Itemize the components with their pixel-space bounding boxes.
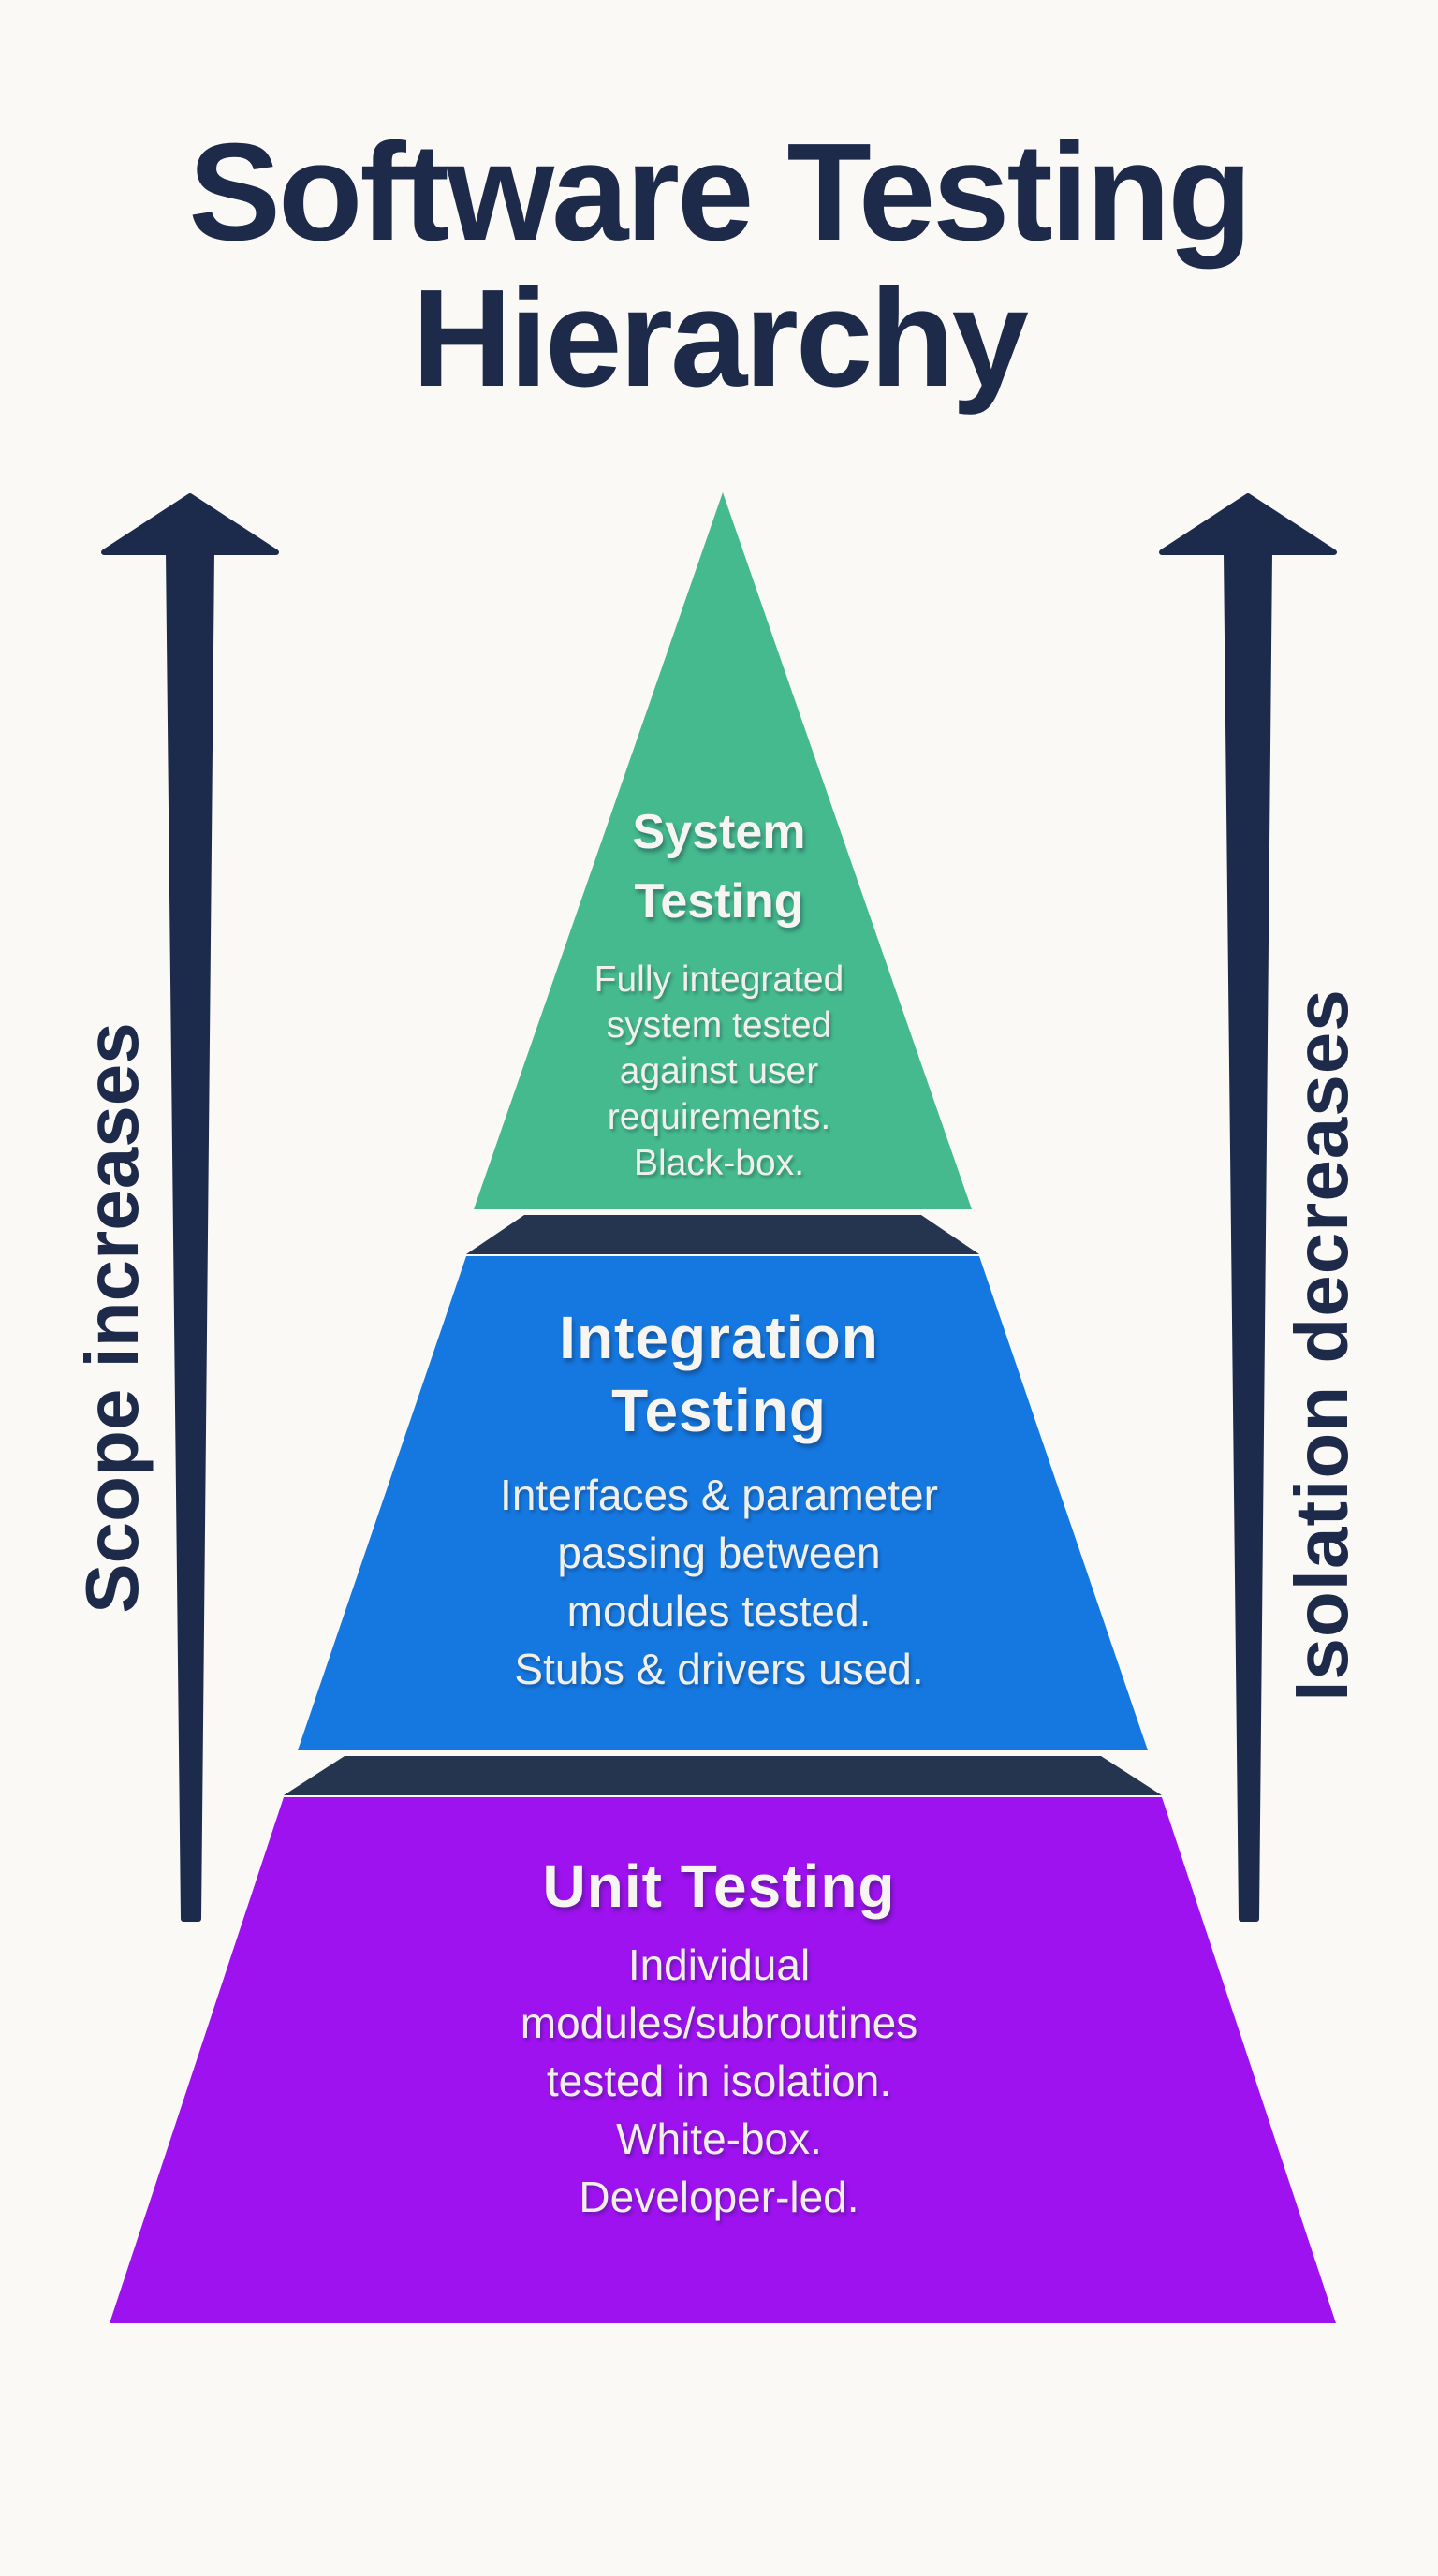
unit-body-line: tested in isolation.	[546, 2056, 892, 2105]
unit-body-line: modules/subroutines	[520, 1998, 918, 2047]
pyramid-level-integration	[298, 1256, 1148, 1750]
unit-body-line: Developer-led.	[579, 2173, 859, 2221]
page-title-line-1: Software Testing	[188, 115, 1252, 270]
integration-heading-line-2: Testing	[611, 1377, 827, 1444]
unit-body-line: White-box.	[616, 2115, 822, 2163]
unit-body-line: Individual	[627, 1940, 811, 1989]
isolation-arrow-up-icon	[1159, 493, 1337, 1922]
system-body-line: against user	[619, 1051, 819, 1091]
page-title-line-2: Hierarchy	[412, 261, 1029, 416]
system-testing-description: Fully integrated system tested against u…	[0, 957, 1438, 1186]
unit-heading-line-1: Unit Testing	[542, 1852, 896, 1920]
system-testing-heading: System Testing	[0, 798, 1438, 936]
page-title: Software Testing Hierarchy	[0, 120, 1438, 412]
system-heading-line-2: Testing	[634, 874, 804, 929]
integration-testing-heading: Integration Testing	[0, 1301, 1438, 1447]
unit-testing-heading: Unit Testing	[0, 1850, 1438, 1923]
unit-testing-description: Individual modules/subroutines tested in…	[0, 1936, 1438, 2226]
system-body-line: Black-box.	[633, 1143, 805, 1183]
integration-body-line: modules tested.	[566, 1587, 872, 1635]
scope-arrow-up-icon	[101, 493, 279, 1922]
system-heading-line-1: System	[632, 805, 806, 859]
integration-heading-line-1: Integration	[559, 1304, 879, 1371]
integration-testing-description: Interfaces & parameter passing between m…	[0, 1466, 1438, 1698]
integration-body-line: passing between	[557, 1529, 881, 1577]
integration-body-line: Interfaces & parameter	[500, 1471, 938, 1519]
system-body-line: Fully integrated	[594, 959, 844, 1000]
level-separator-bottom	[284, 1756, 1162, 1795]
pyramid-level-system	[474, 492, 972, 1209]
integration-body-line: Stubs & drivers used.	[514, 1645, 924, 1693]
level-separator-top	[466, 1215, 979, 1254]
system-body-line: requirements.	[607, 1097, 831, 1137]
system-body-line: system tested	[606, 1005, 832, 1046]
pyramid-level-unit	[110, 1797, 1336, 2323]
